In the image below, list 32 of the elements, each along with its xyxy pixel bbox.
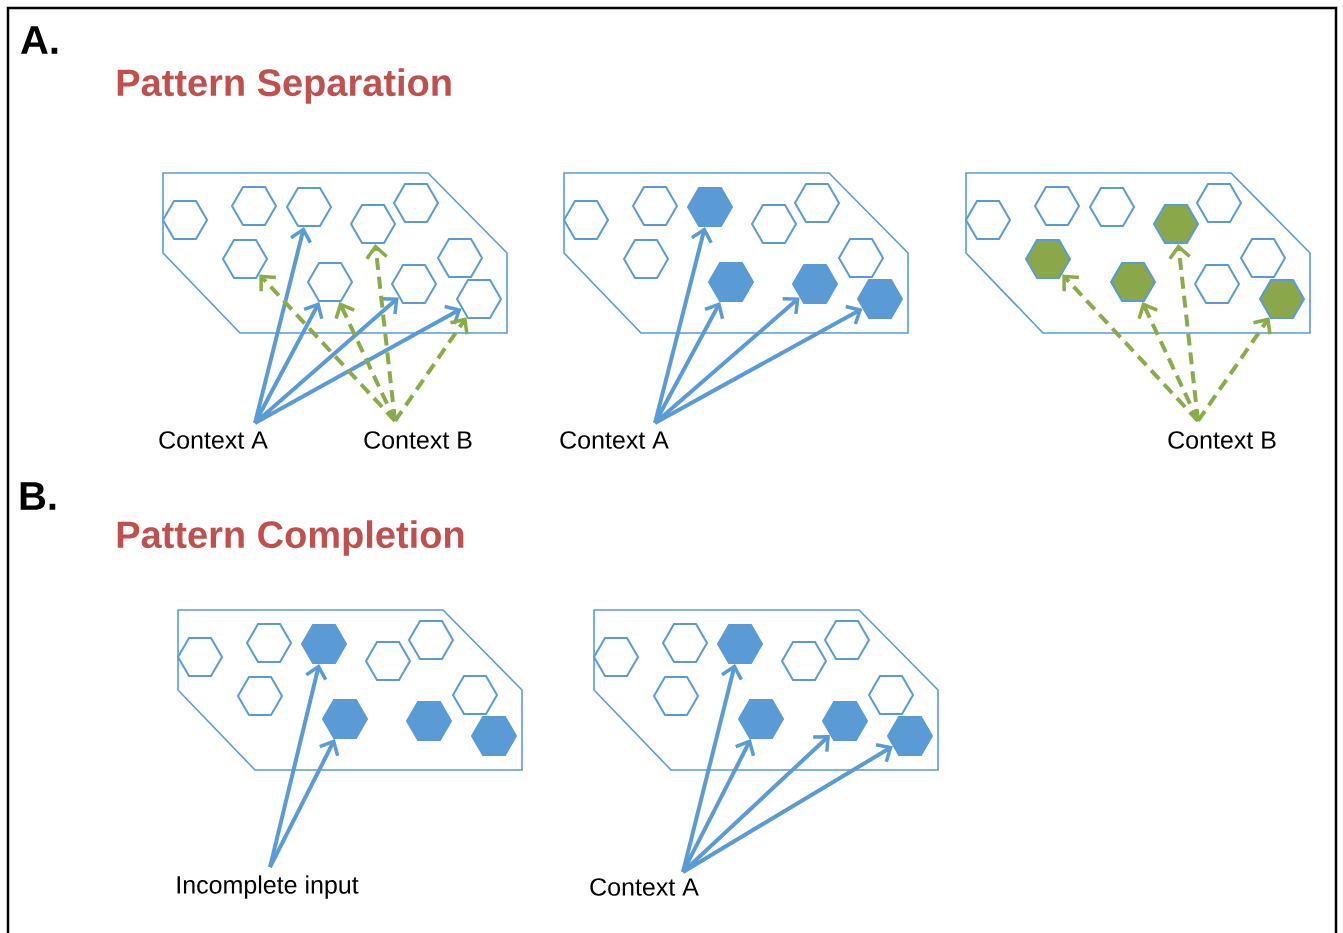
arrow bbox=[1196, 317, 1272, 423]
region-outline bbox=[162, 172, 508, 334]
panel-letter: B. bbox=[20, 482, 56, 510]
arrow bbox=[365, 244, 397, 422]
input-label: Incomplete input bbox=[177, 875, 359, 899]
arrow bbox=[654, 304, 863, 425]
arrow bbox=[253, 302, 324, 424]
panel-letter: A. bbox=[21, 26, 58, 54]
arrow bbox=[681, 743, 893, 874]
region-outline bbox=[563, 172, 909, 334]
arrow bbox=[1137, 302, 1200, 422]
input-label: Context A bbox=[590, 878, 699, 896]
arrow bbox=[653, 227, 713, 424]
input-label: Context A bbox=[159, 431, 268, 449]
region-outline bbox=[177, 609, 523, 771]
input-label: Context B bbox=[364, 431, 472, 449]
region-outline bbox=[593, 609, 939, 771]
arrow bbox=[681, 664, 743, 873]
arrow bbox=[1168, 244, 1200, 422]
input-label: Context B bbox=[1168, 431, 1276, 449]
arrow bbox=[653, 302, 725, 424]
input-label: Context A bbox=[560, 431, 669, 449]
arrow bbox=[681, 739, 756, 873]
arrow bbox=[268, 664, 328, 868]
panel-title: Pattern Completion bbox=[117, 520, 464, 556]
region-outline bbox=[965, 172, 1311, 334]
arrow bbox=[253, 227, 312, 424]
arrow bbox=[334, 302, 397, 422]
arrow bbox=[393, 317, 469, 423]
arrow bbox=[254, 304, 462, 425]
arrow bbox=[268, 739, 340, 869]
panel-title: Pattern Separation bbox=[117, 68, 451, 104]
